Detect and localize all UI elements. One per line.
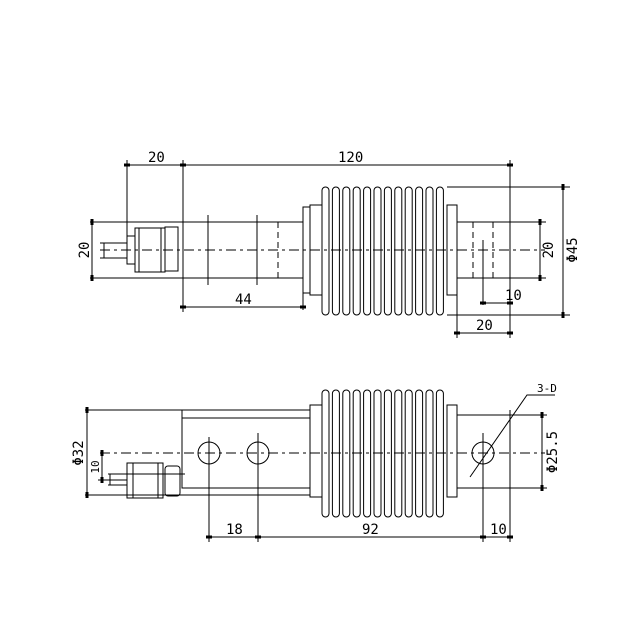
bellows-rib	[321, 389, 330, 518]
dim-label: 20	[476, 318, 493, 334]
bellows-rib	[363, 389, 372, 518]
dim-label: Φ45	[565, 237, 581, 262]
dim-label: 20	[541, 242, 557, 259]
dim-label: Φ25.5	[545, 431, 561, 473]
bellows-rib	[352, 389, 361, 518]
bellows-rib	[352, 186, 361, 316]
cable	[100, 242, 127, 259]
bellows-rib	[342, 186, 351, 316]
bellows-rib	[342, 389, 351, 518]
bellows-rib	[404, 186, 413, 316]
bellows-rib	[321, 186, 330, 316]
top-view: 20 120 20 44 20 Φ45 10 20	[77, 150, 581, 338]
dim-label: 120	[338, 150, 363, 166]
bellows-rib	[425, 389, 434, 518]
bellows-rib	[363, 186, 372, 316]
bellows-rib	[383, 186, 392, 316]
dim-label: 10	[505, 288, 522, 304]
cable	[108, 473, 185, 486]
holes-note: 3-D	[537, 382, 557, 395]
dim-label: 92	[362, 522, 379, 538]
bellows-rib	[331, 186, 340, 316]
bellows-rib	[394, 389, 403, 518]
connector-nut	[164, 465, 181, 497]
bellows-flange-right	[446, 404, 458, 498]
bellows-rib	[415, 186, 424, 316]
bellows-flange-left	[309, 404, 323, 498]
dim-label: 20	[148, 150, 165, 166]
connector-body	[126, 462, 164, 499]
dim-label: 44	[235, 292, 252, 308]
bottom-view: Φ32 10 Φ25.5 3-D 18 92 10	[71, 382, 561, 542]
dim-label: 20	[77, 242, 93, 259]
end-block	[456, 221, 511, 279]
bellows-rib	[404, 389, 413, 518]
bellows-rib	[415, 389, 424, 518]
bellows-rib	[373, 389, 382, 518]
end-block	[456, 414, 511, 489]
dim-label: Φ32	[71, 440, 87, 465]
bellows-rib	[425, 186, 434, 316]
dim-label: 18	[226, 522, 243, 538]
bellows-ribs	[321, 389, 444, 518]
dim-label: 10	[490, 522, 507, 538]
dim-label: 10	[89, 460, 102, 473]
bellows-rib	[373, 186, 382, 316]
leader-line	[469, 394, 555, 478]
connector-nut	[164, 226, 179, 272]
bellows-ribs	[321, 186, 444, 316]
bellows-rib	[435, 186, 444, 316]
bellows-rib	[435, 389, 444, 518]
bellows-rib	[331, 389, 340, 518]
bellows-rib	[394, 186, 403, 316]
bellows-rib	[383, 389, 392, 518]
